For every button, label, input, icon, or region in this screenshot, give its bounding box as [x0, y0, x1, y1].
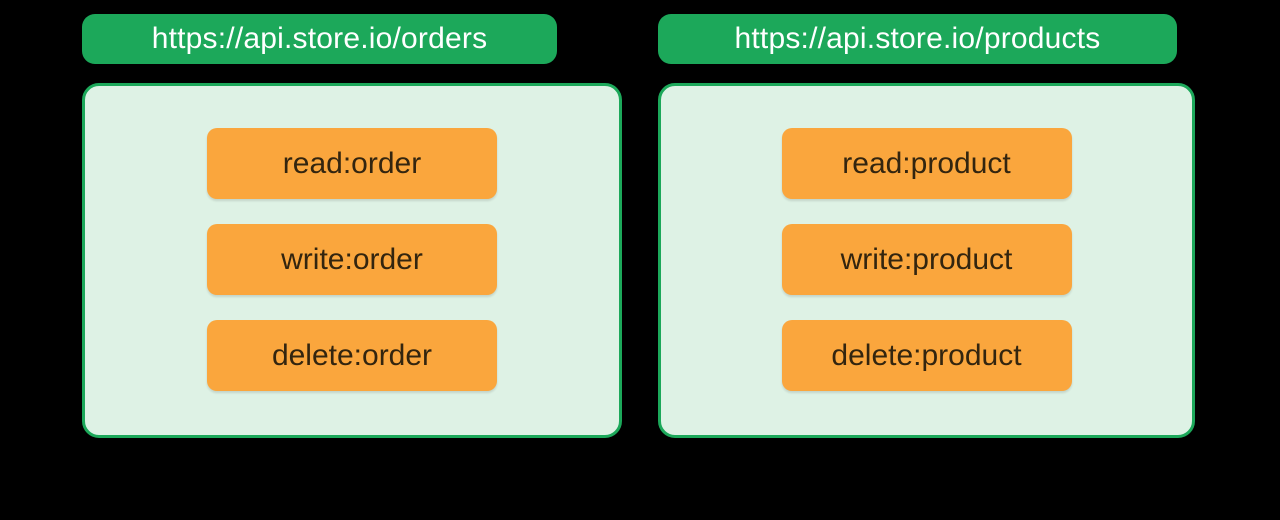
scope-chip-write-order: write:order — [207, 224, 497, 295]
api-url-badge-orders: https://api.store.io/orders — [82, 14, 557, 64]
scope-chip-delete-order: delete:order — [207, 320, 497, 391]
api-url-badge-products: https://api.store.io/products — [658, 14, 1177, 64]
scope-chip-read-product: read:product — [781, 128, 1072, 199]
scope-chip-delete-product: delete:product — [781, 320, 1072, 391]
scopes-panel-orders: read:order write:order delete:order — [82, 83, 622, 438]
api-column-orders: https://api.store.io/orders read:order w… — [82, 14, 622, 438]
api-column-products: https://api.store.io/products read:produ… — [658, 14, 1195, 438]
scope-chip-read-order: read:order — [207, 128, 497, 199]
scopes-panel-products: read:product write:product delete:produc… — [658, 83, 1195, 438]
scope-chip-write-product: write:product — [781, 224, 1072, 295]
